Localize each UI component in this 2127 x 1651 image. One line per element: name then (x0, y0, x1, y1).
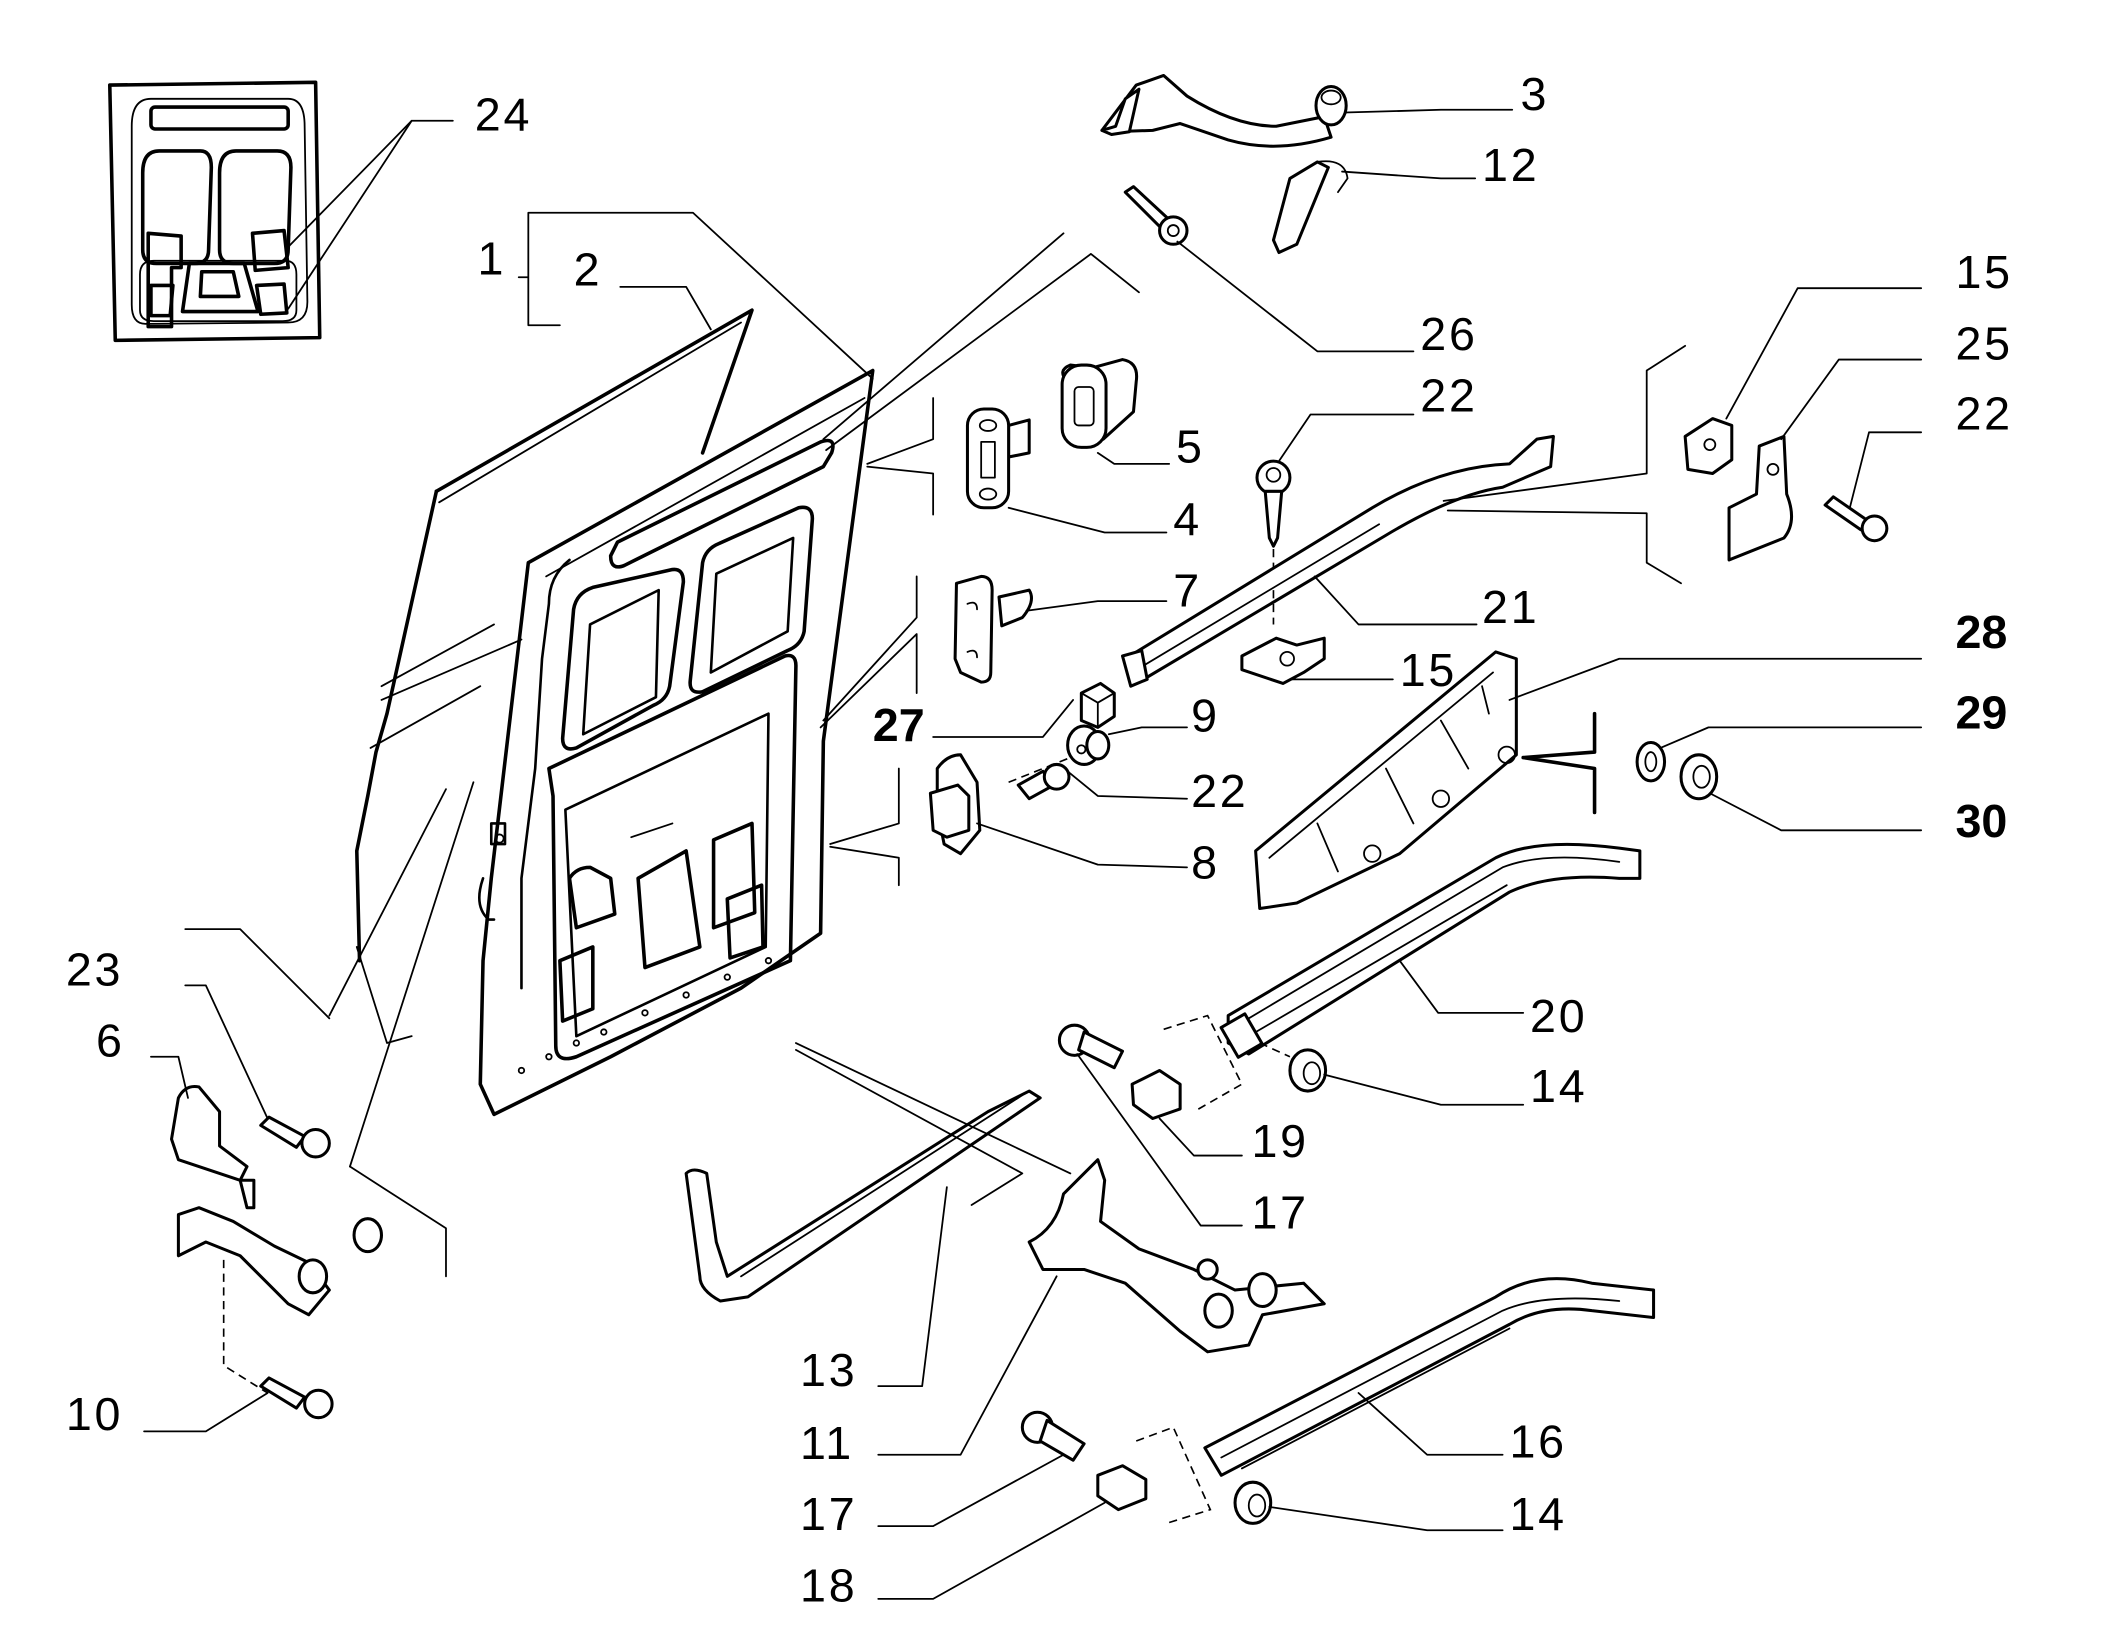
part-7-wedge (953, 574, 1168, 684)
callout-2: 2 (574, 243, 603, 295)
callout-26: 26 (1420, 308, 1477, 360)
callout-4: 4 (1173, 493, 1202, 545)
part-16-lower-track (1203, 1277, 1656, 1477)
part-17-bolt-upper (1057, 1023, 1243, 1227)
door-assembly (355, 211, 875, 1117)
part-28-trim-cover (1254, 650, 1923, 911)
part-11-center-arm (877, 1158, 1326, 1456)
callout-5: 5 (1176, 420, 1205, 472)
leader-29-30-bracket (1521, 711, 1597, 815)
callout-14-lower: 14 (1509, 1488, 1566, 1540)
part-10-screw (143, 1376, 334, 1433)
part-15-cage-nut-right (1683, 287, 1923, 475)
callout-10: 10 (66, 1388, 123, 1440)
callout-23: 23 (66, 943, 123, 995)
callout-24: 24 (475, 88, 532, 140)
callout-9: 9 (1191, 689, 1220, 741)
leader-upper-arm (822, 232, 1140, 452)
callout-19: 19 (1251, 1115, 1308, 1167)
callout-17-lower: 17 (800, 1488, 857, 1540)
part-9-spacer (1066, 724, 1188, 766)
callout-11: 11 (800, 1417, 854, 1469)
part-25-bracket (1727, 358, 1923, 562)
part-22-bolt-center (1008, 756, 1188, 801)
inset-door-thumbnail (107, 80, 454, 343)
part-27-rubber-cap (932, 681, 1116, 738)
callout-16: 16 (1509, 1415, 1566, 1467)
callout-7: 7 (1173, 565, 1202, 617)
part-14-nut-upper (1259, 1042, 1525, 1106)
callout-20: 20 (1530, 990, 1587, 1042)
callout-14-upper: 14 (1530, 1060, 1587, 1112)
part-18-end-stop (877, 1426, 1212, 1600)
callout-8: 8 (1191, 836, 1220, 888)
part-4-striker (965, 407, 1168, 534)
callout-3: 3 (1520, 68, 1549, 120)
callout-25: 25 (1955, 318, 2012, 370)
part-6-lower-hinge (150, 1055, 383, 1394)
callout-18: 18 (800, 1560, 857, 1612)
part-20-center-track (1219, 842, 1642, 1059)
callout-15-center: 15 (1400, 644, 1457, 696)
part-22-screw-right (1823, 431, 1923, 543)
callout-6: 6 (96, 1015, 125, 1067)
part-13-lower-guide-rail (684, 1042, 1072, 1388)
part-12-clip (1271, 160, 1477, 255)
part-15-cage-nut-center (1240, 636, 1394, 685)
part-17-bolt-lower (877, 1410, 1086, 1528)
callout-30: 30 (1955, 795, 2007, 847)
callout-21: 21 (1482, 581, 1539, 633)
part-29-washer (1635, 726, 1923, 783)
part-21-upper-track (1120, 344, 1687, 688)
callout-29: 29 (1955, 687, 2007, 739)
leader-hinge-lines (328, 781, 475, 1168)
callout-28: 28 (1955, 606, 2007, 658)
callout-22-right: 22 (1955, 388, 2012, 440)
callout-17-upper: 17 (1251, 1186, 1308, 1238)
callout-22-upper: 22 (1420, 370, 1477, 422)
part-23-screw (184, 984, 331, 1159)
leader-4-5-bracket (866, 397, 935, 516)
part-3-upper-arm (1100, 73, 1514, 148)
leader-hinge-bracket (184, 928, 447, 1278)
part-22-screw-upper (1255, 413, 1415, 584)
callout-15-right: 15 (1955, 246, 2012, 298)
part-30-nut (1679, 753, 1923, 832)
part-5-buffer (1060, 358, 1171, 465)
callout-1: 1 (478, 232, 507, 284)
leader-8-bracket (829, 767, 900, 887)
leader-7-bracket (819, 575, 918, 729)
callout-12: 12 (1482, 139, 1539, 191)
part-8-bumper (928, 753, 1188, 869)
part-14-nut-lower (1233, 1480, 1504, 1532)
part-19-end-stop (1130, 1014, 1243, 1157)
callout-13: 13 (800, 1344, 857, 1396)
callout-27: 27 (873, 699, 925, 751)
part-26-screw (1123, 185, 1415, 353)
door-edge-holes (517, 957, 773, 1075)
callout-22-center: 22 (1191, 765, 1248, 817)
